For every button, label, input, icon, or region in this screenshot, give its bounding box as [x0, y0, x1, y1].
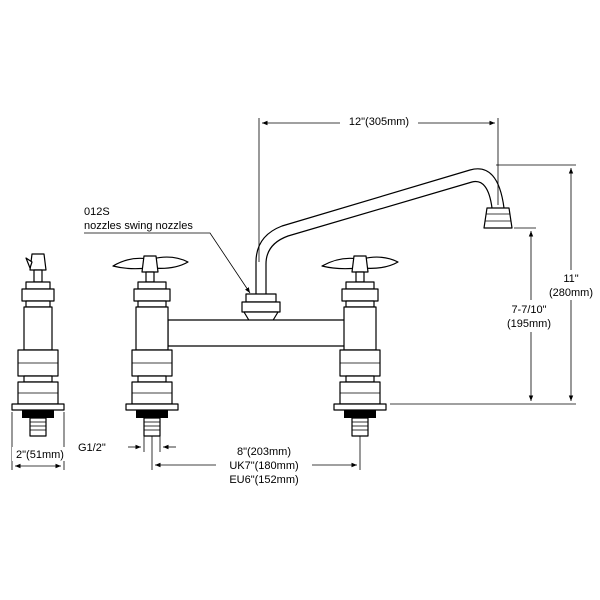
dimension-spout-height: 7-7/10" (195mm)	[500, 227, 558, 401]
dimension-total-height: 11" (280mm)	[390, 164, 598, 405]
dimension-thread: G1/2"	[78, 436, 176, 454]
dimension-side-width: 2"(51mm)	[11, 412, 68, 470]
dimension-valve-centers: 8"(203mm) UK7"(180mm) EU6"(152mm)	[151, 436, 361, 486]
spout-height-in-label: 7-7/10"	[511, 304, 546, 316]
side-width-label: 2"(51mm)	[16, 449, 64, 461]
spout-swivel-nut	[241, 293, 281, 323]
mixer-body	[167, 319, 347, 347]
centers-std-label: 8"(203mm)	[237, 446, 291, 458]
swing-spout	[255, 168, 513, 295]
right-valve	[321, 255, 399, 437]
left-cross-handle	[112, 255, 189, 283]
dimension-spout-reach: 12"(305mm)	[258, 113, 499, 262]
part-code-label: 012S	[84, 206, 110, 218]
total-height-in-label: 11"	[563, 273, 578, 285]
total-height-mm-label: (280mm)	[549, 287, 593, 299]
side-view-valve	[11, 253, 65, 437]
thread-label: G1/2"	[78, 442, 106, 454]
left-valve	[112, 255, 189, 437]
part-desc-label: nozzles swing nozzles	[84, 220, 193, 232]
right-cross-handle	[321, 255, 399, 283]
spout-height-mm-label: (195mm)	[507, 318, 551, 330]
callout-swing-nozzle: 012S nozzles swing nozzles	[84, 206, 251, 294]
centers-eu-label: EU6"(152mm)	[229, 474, 298, 486]
centers-uk-label: UK7"(180mm)	[229, 460, 298, 472]
spout-reach-label: 12"(305mm)	[349, 116, 409, 128]
